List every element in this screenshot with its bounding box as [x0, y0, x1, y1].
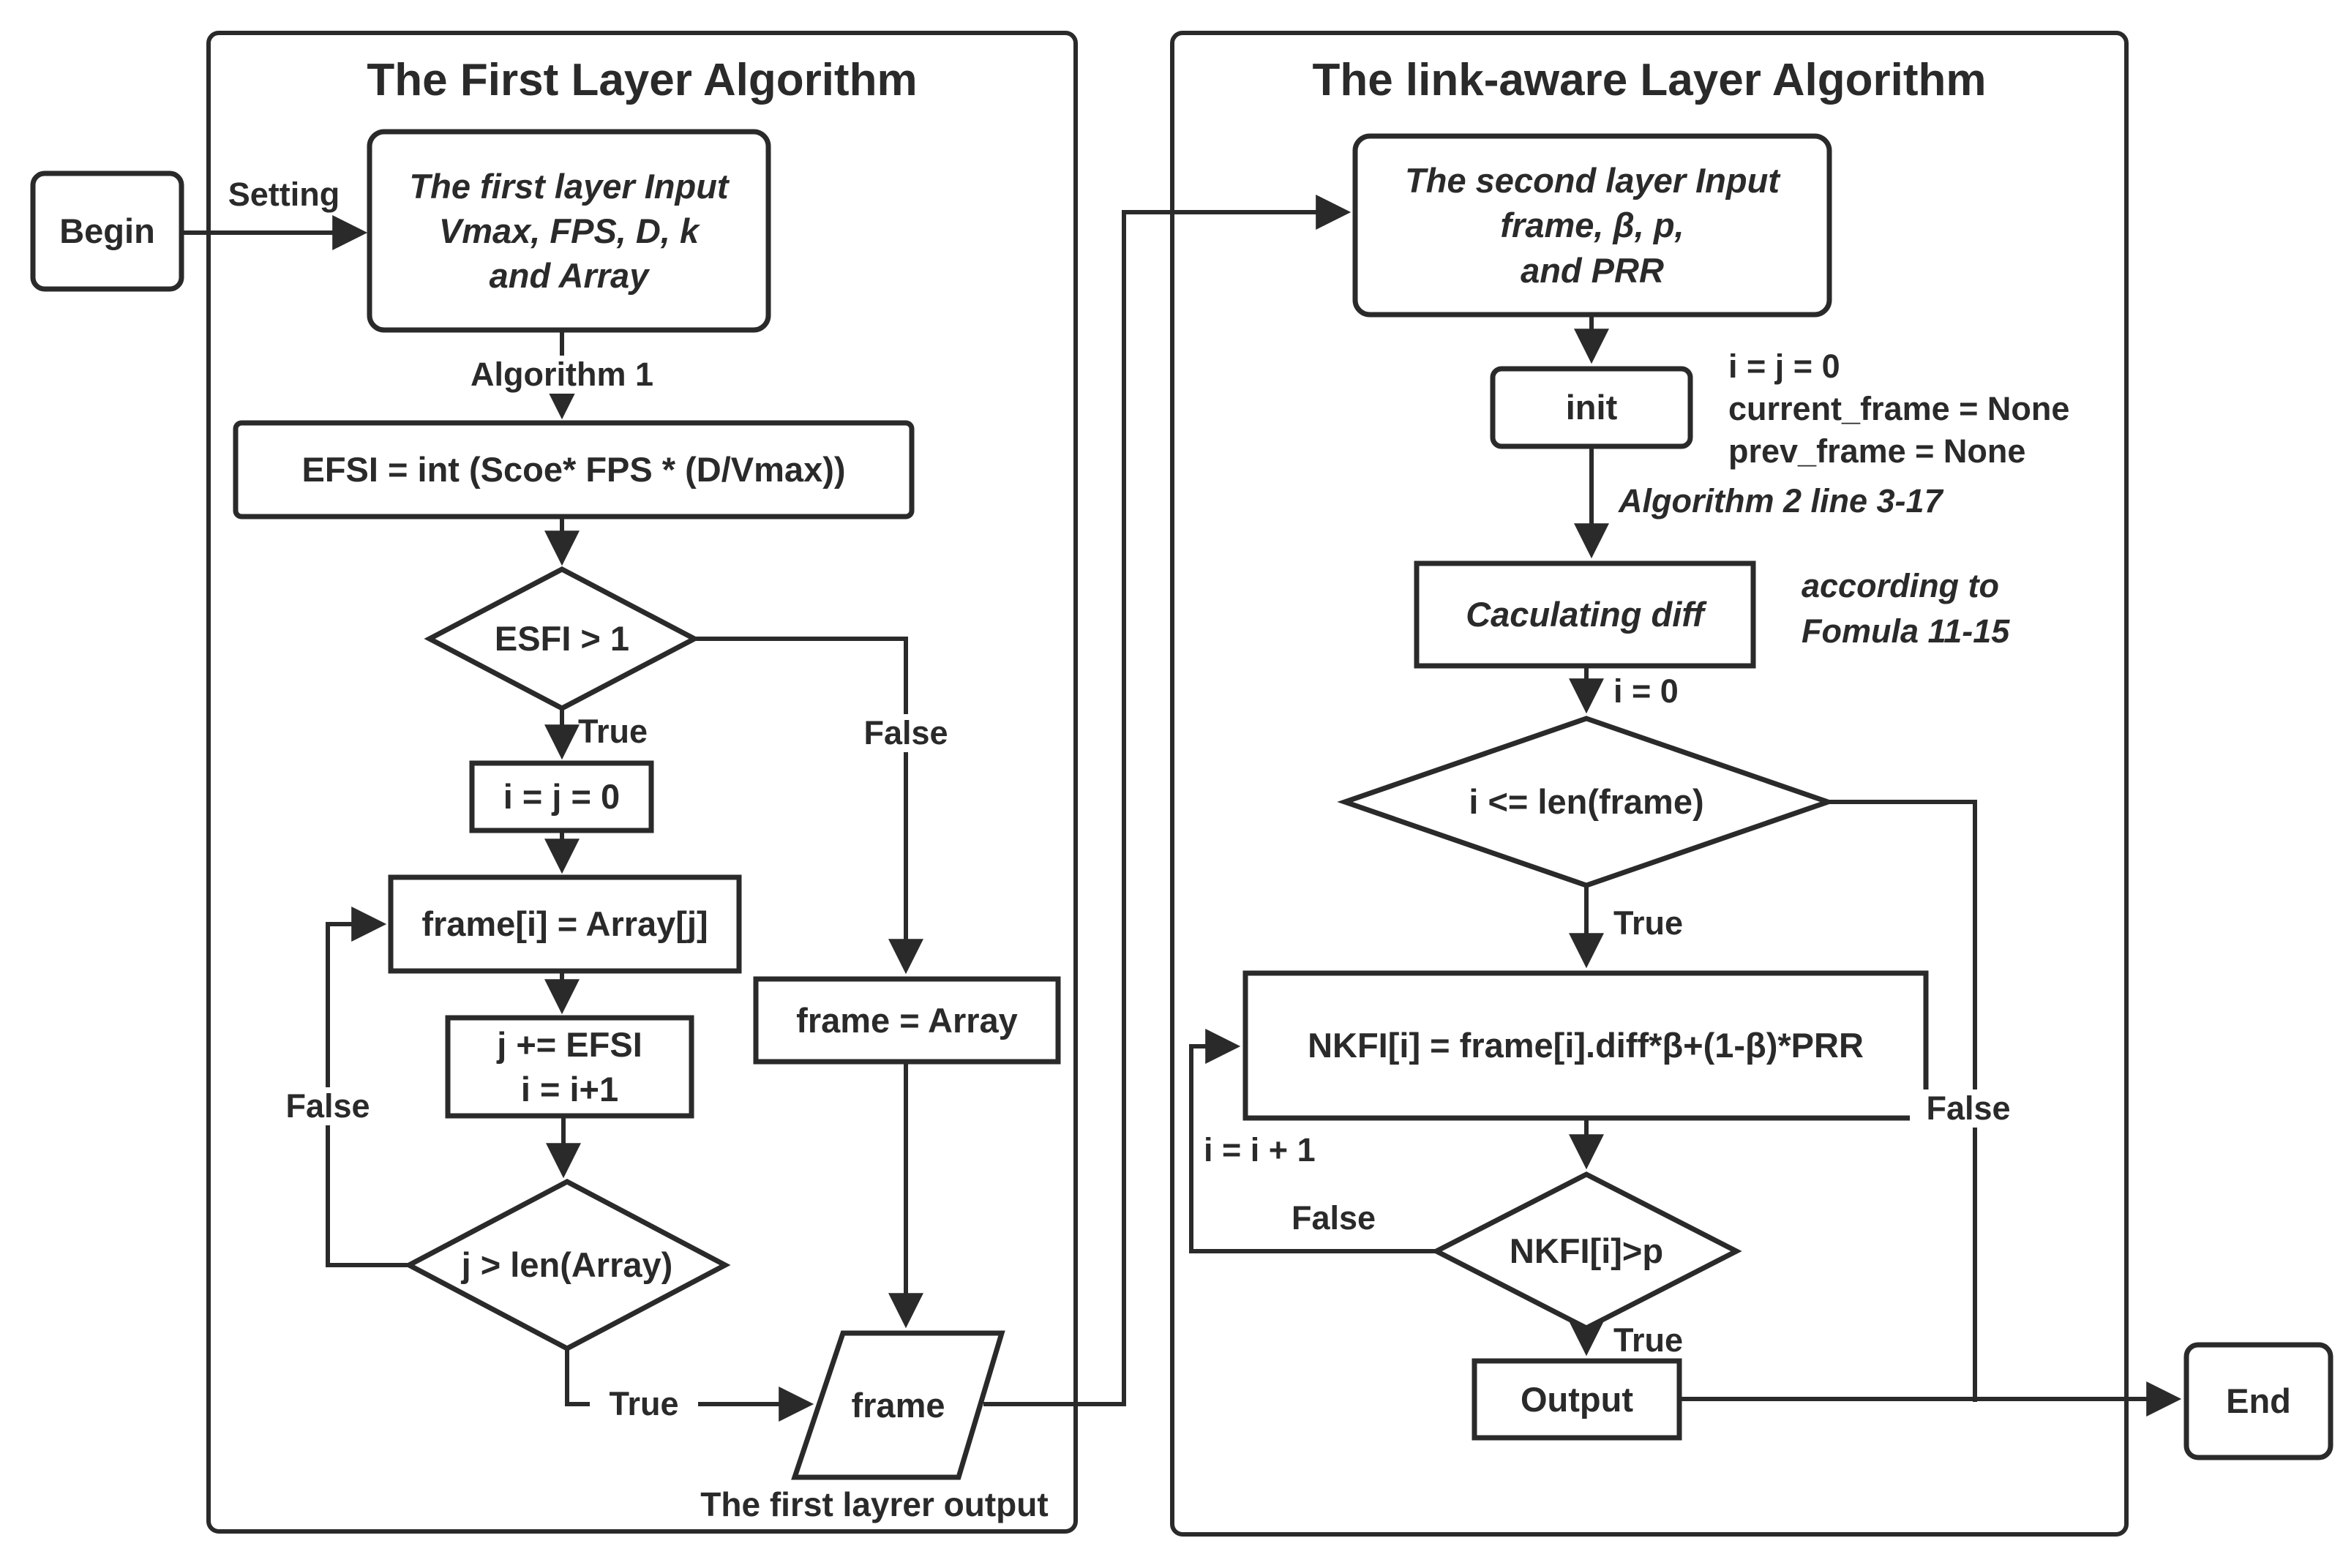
- esfi-true-label: True: [578, 712, 648, 750]
- second-input-line2: frame, β, p,: [1500, 206, 1684, 245]
- second-input-node: [1352, 133, 1832, 318]
- begin-node: [30, 170, 184, 292]
- decision-len-frame-text: i <= len(frame): [1469, 782, 1704, 822]
- decision-nkfi-node: [1431, 1171, 1742, 1331]
- calc-note-line1: according to: [1802, 567, 2000, 604]
- first-input-line3: and Array: [489, 256, 649, 296]
- link-aware-panel: [1170, 31, 2129, 1537]
- second-input-text: The second layer Input frame, β, p, and …: [1355, 136, 1829, 315]
- begin-label: Begin: [59, 211, 155, 251]
- first-input-text: The first layer Input Vmax, FPS, D, k an…: [370, 132, 768, 330]
- assign-node: [388, 874, 742, 974]
- calc-diff-text: Caculating diff: [1466, 595, 1704, 634]
- calc-note-line2: Fomula 11-15: [1802, 612, 2010, 650]
- arrow-loop-false-to-nkfi: [1189, 1029, 1436, 1253]
- first-input-line1: The first layer Input: [409, 166, 729, 206]
- link-aware-title: The link-aware Layer Algorithm: [1312, 54, 1987, 105]
- init-note-line2: current_frame = None: [1728, 390, 2070, 427]
- first-layer-title: The First Layer Algorithm: [367, 54, 918, 105]
- decision-nkfi-text: NKFI[i]>p: [1509, 1231, 1664, 1271]
- second-input-line3: and PRR: [1521, 250, 1664, 290]
- incr-line2: i = i+1: [520, 1070, 619, 1109]
- decision-esfi-node: [424, 566, 700, 711]
- nkfi-true-label: True: [1613, 1321, 1684, 1359]
- frame-output-node: [791, 1330, 1005, 1480]
- end-label: End: [2226, 1381, 2291, 1421]
- init-note-line3: prev_frame = None: [1728, 432, 2026, 470]
- init-note: i = j = 0 current_frame = None prev_fram…: [1728, 345, 2167, 474]
- decision-len-array-node: [403, 1179, 731, 1351]
- algorithm1-label: Algorithm 1: [438, 356, 686, 394]
- len-array-true-label: True: [590, 1385, 698, 1423]
- len-frame-false-label: False: [1910, 1089, 2027, 1128]
- init-node: [1490, 366, 1693, 449]
- first-input-line2: Vmax, FPS, D, k: [438, 211, 700, 250]
- output-node: [1472, 1358, 1682, 1441]
- first-layer-panel: [206, 31, 1078, 1534]
- arrow-decision-false-to-framearray: [694, 637, 923, 975]
- decision-len-array-text: j > len(Array): [461, 1245, 673, 1285]
- nkfi-node: [1242, 970, 1929, 1121]
- efsi-node: [233, 420, 915, 519]
- ij-node: [469, 760, 654, 833]
- nkfi-text: NKFI[i] = frame[i].diff*β+(1-β)*PRR: [1308, 1026, 1864, 1065]
- decision-len-frame-node: [1337, 716, 1836, 888]
- efsi-text: EFSI = int (Scoe* FPS * (D/Vmax)): [301, 450, 846, 489]
- calc-diff-node: [1414, 560, 1756, 669]
- ij-text: i = j = 0: [503, 777, 621, 817]
- nkfi-false-label: False: [1291, 1198, 1376, 1237]
- frame-array-node: [753, 976, 1061, 1065]
- i-incr-label: i = i + 1: [1204, 1130, 1316, 1169]
- first-layer-output-caption: The first layrer output: [700, 1485, 1049, 1524]
- init-note-line1: i = j = 0: [1728, 348, 1840, 385]
- loop-false-label: False: [269, 1087, 386, 1125]
- i0-label: i = 0: [1613, 672, 1679, 710]
- incr-line1: j += EFSI: [497, 1024, 642, 1064]
- first-input-node: [367, 129, 771, 333]
- assign-text: frame[i] = Array[j]: [421, 904, 708, 944]
- incr-text: j += EFSI i = i+1: [448, 1018, 691, 1116]
- decision-esfi-text: ESFI > 1: [494, 619, 630, 659]
- init-text: init: [1565, 388, 1618, 427]
- arrow-frame-to-input2: [983, 195, 1352, 1406]
- frame-output-text: frame: [851, 1385, 945, 1425]
- incr-node: [445, 1015, 694, 1119]
- end-node: [2183, 1342, 2333, 1460]
- setting-label: Setting: [228, 175, 340, 213]
- esfi-false-label: False: [847, 714, 964, 752]
- arrow-decision2-true-to-frame: [565, 1348, 814, 1422]
- output-text: Output: [1521, 1379, 1633, 1419]
- line-decision3-false-to-end: [1828, 800, 1977, 1402]
- len-frame-true-label: True: [1613, 904, 1684, 942]
- frame-array-text: frame = Array: [796, 1000, 1018, 1040]
- second-input-line1: The second layer Input: [1405, 161, 1780, 200]
- calc-note: according to Fomula 11-15: [1802, 563, 2123, 657]
- algorithm2-label: Algorithm 2 line 3-17: [1619, 481, 1943, 519]
